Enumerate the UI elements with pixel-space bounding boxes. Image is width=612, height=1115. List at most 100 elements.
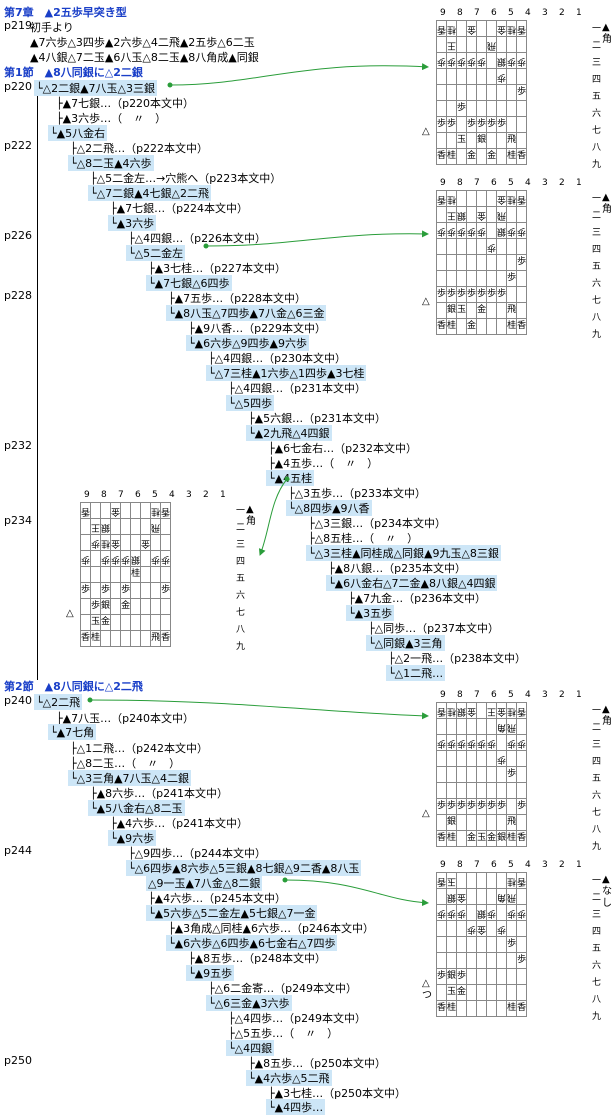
board-square (476, 148, 488, 165)
white-hand: △ (422, 808, 430, 819)
board-square: 香 (435, 318, 448, 335)
board-square (456, 84, 468, 101)
black-hand: ▲角 (602, 22, 612, 45)
board-square: 飛 (506, 718, 518, 735)
board-square (466, 100, 478, 117)
board-square: 金 (486, 830, 498, 847)
shogi-piece: 歩 (447, 801, 457, 811)
board-square (486, 254, 498, 271)
board-square (466, 36, 478, 53)
board-grid: 香桂金桂香王銀金飛歩歩歩歩歩銀歩歩歩歩歩歩歩歩歩歩歩歩銀玉金飛香桂金桂香 (435, 190, 528, 335)
board-square (466, 254, 478, 271)
file-label: 3 (542, 8, 548, 18)
shogi-piece: 香 (161, 506, 171, 516)
shogi-piece: 歩 (467, 119, 477, 129)
board-square: 歩 (516, 254, 528, 271)
board-square: 歩 (466, 222, 478, 239)
board-square (516, 206, 528, 223)
shogi-piece: 歩 (447, 119, 457, 129)
board-square: 金 (466, 20, 478, 37)
board-square (516, 750, 528, 767)
board-square (486, 872, 498, 889)
board-square (456, 936, 468, 953)
board-square (506, 68, 518, 85)
rank-label: 九 (236, 642, 246, 652)
rank-label: 二 (236, 523, 246, 533)
board-square: 歩 (466, 798, 478, 815)
board-square: 歩 (486, 238, 498, 255)
tree-row: └▲8八玉△7四歩▲7八金△6三金 (166, 305, 327, 321)
file-label: 7 (474, 8, 480, 18)
tree-row: ├△4四銀…（p231本文中） (228, 382, 367, 395)
board-square (446, 132, 458, 149)
shogi-piece: 歩 (487, 242, 497, 252)
board-square: 金 (100, 614, 112, 631)
board-square: 金 (496, 190, 508, 207)
shogi-piece: 玉 (447, 987, 457, 997)
shogi-piece: 香 (437, 194, 447, 204)
file-label: 6 (491, 860, 497, 870)
shogi-piece: 香 (517, 321, 527, 331)
board-square (496, 734, 508, 751)
board-square (435, 254, 448, 271)
board-square (516, 888, 528, 905)
board-square (496, 36, 508, 53)
board-square (476, 36, 488, 53)
shogi-piece: 桂 (131, 569, 141, 579)
shogi-piece: 歩 (437, 738, 447, 748)
board-square (496, 952, 508, 969)
shogi-piece: 金 (467, 24, 477, 34)
board-square: 桂 (506, 318, 518, 335)
board-square (446, 782, 458, 799)
rank-label: 六 (592, 961, 602, 971)
arrow-to-board-3 (258, 478, 288, 556)
file-label: 4 (169, 490, 175, 500)
board-square (486, 318, 498, 335)
file-label: 9 (440, 860, 446, 870)
board-square (446, 920, 458, 937)
shogi-piece: 歩 (477, 289, 487, 299)
shogi-piece: 歩 (487, 289, 497, 299)
board-square (150, 614, 162, 631)
page-label: p240 (4, 694, 32, 707)
board-square: 金 (466, 318, 478, 335)
file-label: 8 (457, 178, 463, 188)
board-square: 歩 (446, 734, 458, 751)
board-square (496, 936, 508, 953)
board-square (446, 750, 458, 767)
rank-label: 四 (592, 757, 602, 767)
board-square (476, 190, 488, 207)
tree-row: └△同銀▲3三角 (366, 635, 445, 651)
board-square: 桂 (506, 872, 518, 889)
board-square (100, 502, 112, 519)
shogi-piece: 香 (517, 833, 527, 843)
rank-label: 六 (236, 591, 246, 601)
rank-label: 七 (592, 126, 602, 136)
board-square (79, 614, 92, 631)
board-square (506, 100, 518, 117)
tree-row: ├△4四歩…（p249本文中） (228, 1012, 367, 1025)
tree-row: └▲2九飛△4四銀 (246, 425, 332, 441)
board-square (486, 222, 498, 239)
board-square (446, 952, 458, 969)
board-square (466, 1000, 478, 1017)
rank-labels: 一二三四五六七八九 (592, 703, 601, 856)
board-square (476, 270, 488, 287)
page-label: p226 (4, 229, 32, 242)
shogi-piece: 歩 (447, 738, 457, 748)
shogi-piece: 歩 (497, 119, 507, 129)
file-label: 4 (525, 178, 531, 188)
board-square (466, 302, 478, 319)
board-square (486, 984, 498, 1001)
tree-row: ├△8二玉…（ 〃 ） (70, 757, 181, 770)
board-square: 歩 (90, 534, 102, 551)
shogi-piece: 香 (517, 24, 527, 34)
file-label: 9 (84, 490, 90, 500)
board-grid: 香金桂香王銀飛歩桂金金歩歩歩歩銀歩歩桂歩歩歩歩歩銀金玉金香桂飛香 (79, 502, 172, 647)
shogi-piece: 玉 (447, 876, 457, 886)
board-square: 銀 (446, 968, 458, 985)
shogi-piece: 歩 (507, 908, 517, 918)
board-square (466, 238, 478, 255)
board-square: 香 (435, 20, 448, 37)
board-square (90, 582, 102, 599)
